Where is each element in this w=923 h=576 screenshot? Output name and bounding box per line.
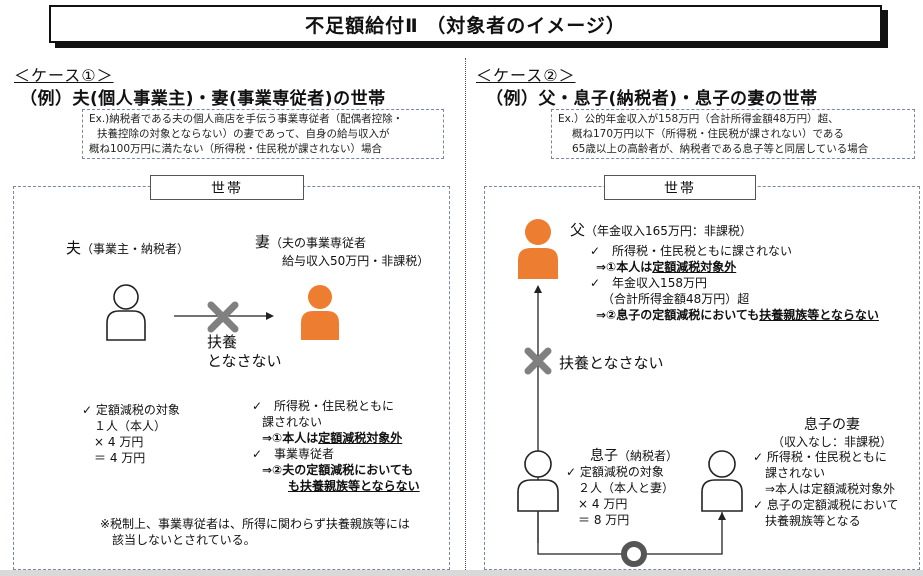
father-person-icon [518,219,558,279]
husband-person-icon [106,284,146,341]
calc-line: ✓ 定額減税の対象 [566,465,664,479]
husband-detail: （事業主・納税者） [81,242,190,256]
case1-footnote: ※税制上、事業専従者は、所得に関わらず扶養親族等には 該当しないとされている。 [100,516,410,548]
son-person-icon [517,450,559,512]
wife-detail: （夫の事業専従者 [270,236,367,250]
cross-icon [207,301,239,333]
case1-calc: ✓ 定額減税の対象 １人（本人） × 4 万円 ＝ 4 万円 [82,402,180,466]
case1-ex-line: 概ね100万円に満たない（所得税・住民税が課されない）場合 [89,143,383,155]
son-name: 息子 [590,448,618,464]
calc-line: × 4 万円 [578,497,628,511]
note-line: ✓ 事業専従者 [252,447,335,461]
calc-line: １人（本人） [94,419,167,433]
case1-subtitle: （例）夫(個人事業主)・妻(事業専従者)の世帯 [20,89,386,109]
note-line: 扶養親族等となる [765,514,861,528]
father-arrow-2-prefix: ⇒②息子の定額減税においても [596,308,760,322]
case1-heading: ＜ケース①＞ [14,66,114,85]
father-arrow-2: ⇒②息子の定額減税においても扶養親族等とならない [590,307,879,323]
case1-wife-notes: ✓ 所得税・住民税ともに 課されない ⇒①本人は定額減税対象外 ✓ 事業専従者 … [252,398,420,494]
son-wife-notes: ✓ 所得税・住民税ともに 課されない ⇒本人は定額減税対象外 ✓ 息子の定額減税… [753,449,899,529]
note-arrow-1-prefix: ⇒①本人は [262,431,319,445]
note-line: ✓ 息子の定額減税において [753,498,899,512]
note-line: 課されない [765,466,826,480]
note-line: ⇒本人は定額減税対象外 [765,482,896,496]
father-label: 父（年金収入165万円：非課税） [570,222,752,239]
note-arrow-2a: ⇒②夫の定額減税においても [262,463,414,477]
fuyou-line: 扶養 [207,333,238,351]
son-calc: ✓ 定額減税の対象 ２人（本人と妻） × 4 万円 ＝ 8 万円 [566,464,674,528]
fuyou-label: 扶養 となさない [207,333,282,371]
case1-setai-label: 世帯 [150,175,304,200]
wife-label: 妻（夫の事業専従者 [255,234,366,252]
father-arrow-1-underline: 定額減税対象外 [652,260,737,274]
calc-line: ＝ 8 万円 [578,513,630,527]
wife-person-icon [301,285,339,340]
fuyou-arrow-icon [174,301,274,333]
note-line: 課されない [262,415,323,429]
case2-ex-line: 65歳以上の高齢者が、納税者である息子等と同居している場合 [572,143,869,155]
note-line: ✓ 所得税・住民税ともに課されない [590,244,793,258]
case2-ex-line: Ex.）公的年金収入が158万円（合計所得金額48万円）超、 [558,113,839,125]
note-line: （合計所得金額48万円）超 [602,292,750,306]
case2-heading: ＜ケース②＞ [476,66,576,85]
note-arrow-1-underline: 定額減税対象外 [318,431,403,445]
calc-line: ✓ 定額減税の対象 [82,403,180,417]
wife-detail-2: 給与収入50万円・非課税） [282,254,430,268]
note-line: ✓ 所得税・住民税ともに [252,399,395,413]
father-detail: （年金収入165万円：非課税） [585,224,752,238]
son-label: 息子（納税者） [590,445,678,465]
page-title: 不足額給付Ⅱ （対象者のイメージ） [49,5,882,43]
case2-setai-label: 世帯 [604,175,756,200]
case1-example-box: Ex.)納税者である夫の個人商店を手伝う事業専従者（配偶者控除・ 扶養控除の対象… [82,109,444,159]
footnote-line: 該当しないとされている。 [112,533,256,547]
note-arrow-1: ⇒①本人は定額減税対象外 [252,430,420,446]
circle-mark-icon [621,541,647,567]
cross-icon [524,347,552,375]
note-line: ✓ 所得税・住民税ともに [753,450,887,464]
son-wife-name: 息子の妻 [804,417,860,433]
fuyou-line: となさない [207,352,282,370]
case2-example-box: Ex.）公的年金収入が158万円（合計所得金額48万円）超、 概ね170万円以下… [551,109,915,159]
father-arrow-1-prefix: ⇒①本人は [596,260,653,274]
calc-line: × 4 万円 [94,435,144,449]
father-notes: ✓ 所得税・住民税ともに課されない ⇒①本人は定額減税対象外 ✓ 年金収入158… [590,243,879,323]
wife-name: 妻 [255,233,271,251]
husband-name: 夫 [66,239,82,257]
bottom-scrollbar[interactable] [0,570,923,576]
calc-line: ２人（本人と妻） [578,481,675,495]
father-name: 父 [570,221,586,239]
father-arrow-1: ⇒①本人は定額減税対象外 [590,259,879,275]
son-wife-detail: （収入なし：非課税） [772,435,893,449]
fuyou-connection-icon [537,512,726,567]
calc-line: ＝ 4 万円 [94,451,146,465]
footnote-line: ※税制上、事業専従者は、所得に関わらず扶養親族等には [100,517,410,531]
column-divider [465,58,466,576]
note-line: ✓ 年金収入158万円 [590,276,707,290]
case1-ex-line: Ex.)納税者である夫の個人商店を手伝う事業専従者（配偶者控除・ [89,113,404,125]
son-wife-person-icon [701,450,743,512]
case2-fuyou-label: 扶養となさない [559,354,664,372]
case2-ex-line: 概ね170万円以下（所得税・住民税が課されない）である [572,128,844,140]
father-arrow-2-underline: 扶養親族等とならない [759,308,879,322]
case2-subtitle: （例）父・息子(納税者)・息子の妻の世帯 [486,89,818,109]
husband-label: 夫（事業主・納税者） [66,237,189,258]
case1-ex-line: 扶養控除の対象とならない）の妻であって、自身の給与収入が [97,128,390,140]
note-arrow-2b: も扶養親族等とならない [288,479,420,493]
son-detail: （納税者） [618,449,679,463]
